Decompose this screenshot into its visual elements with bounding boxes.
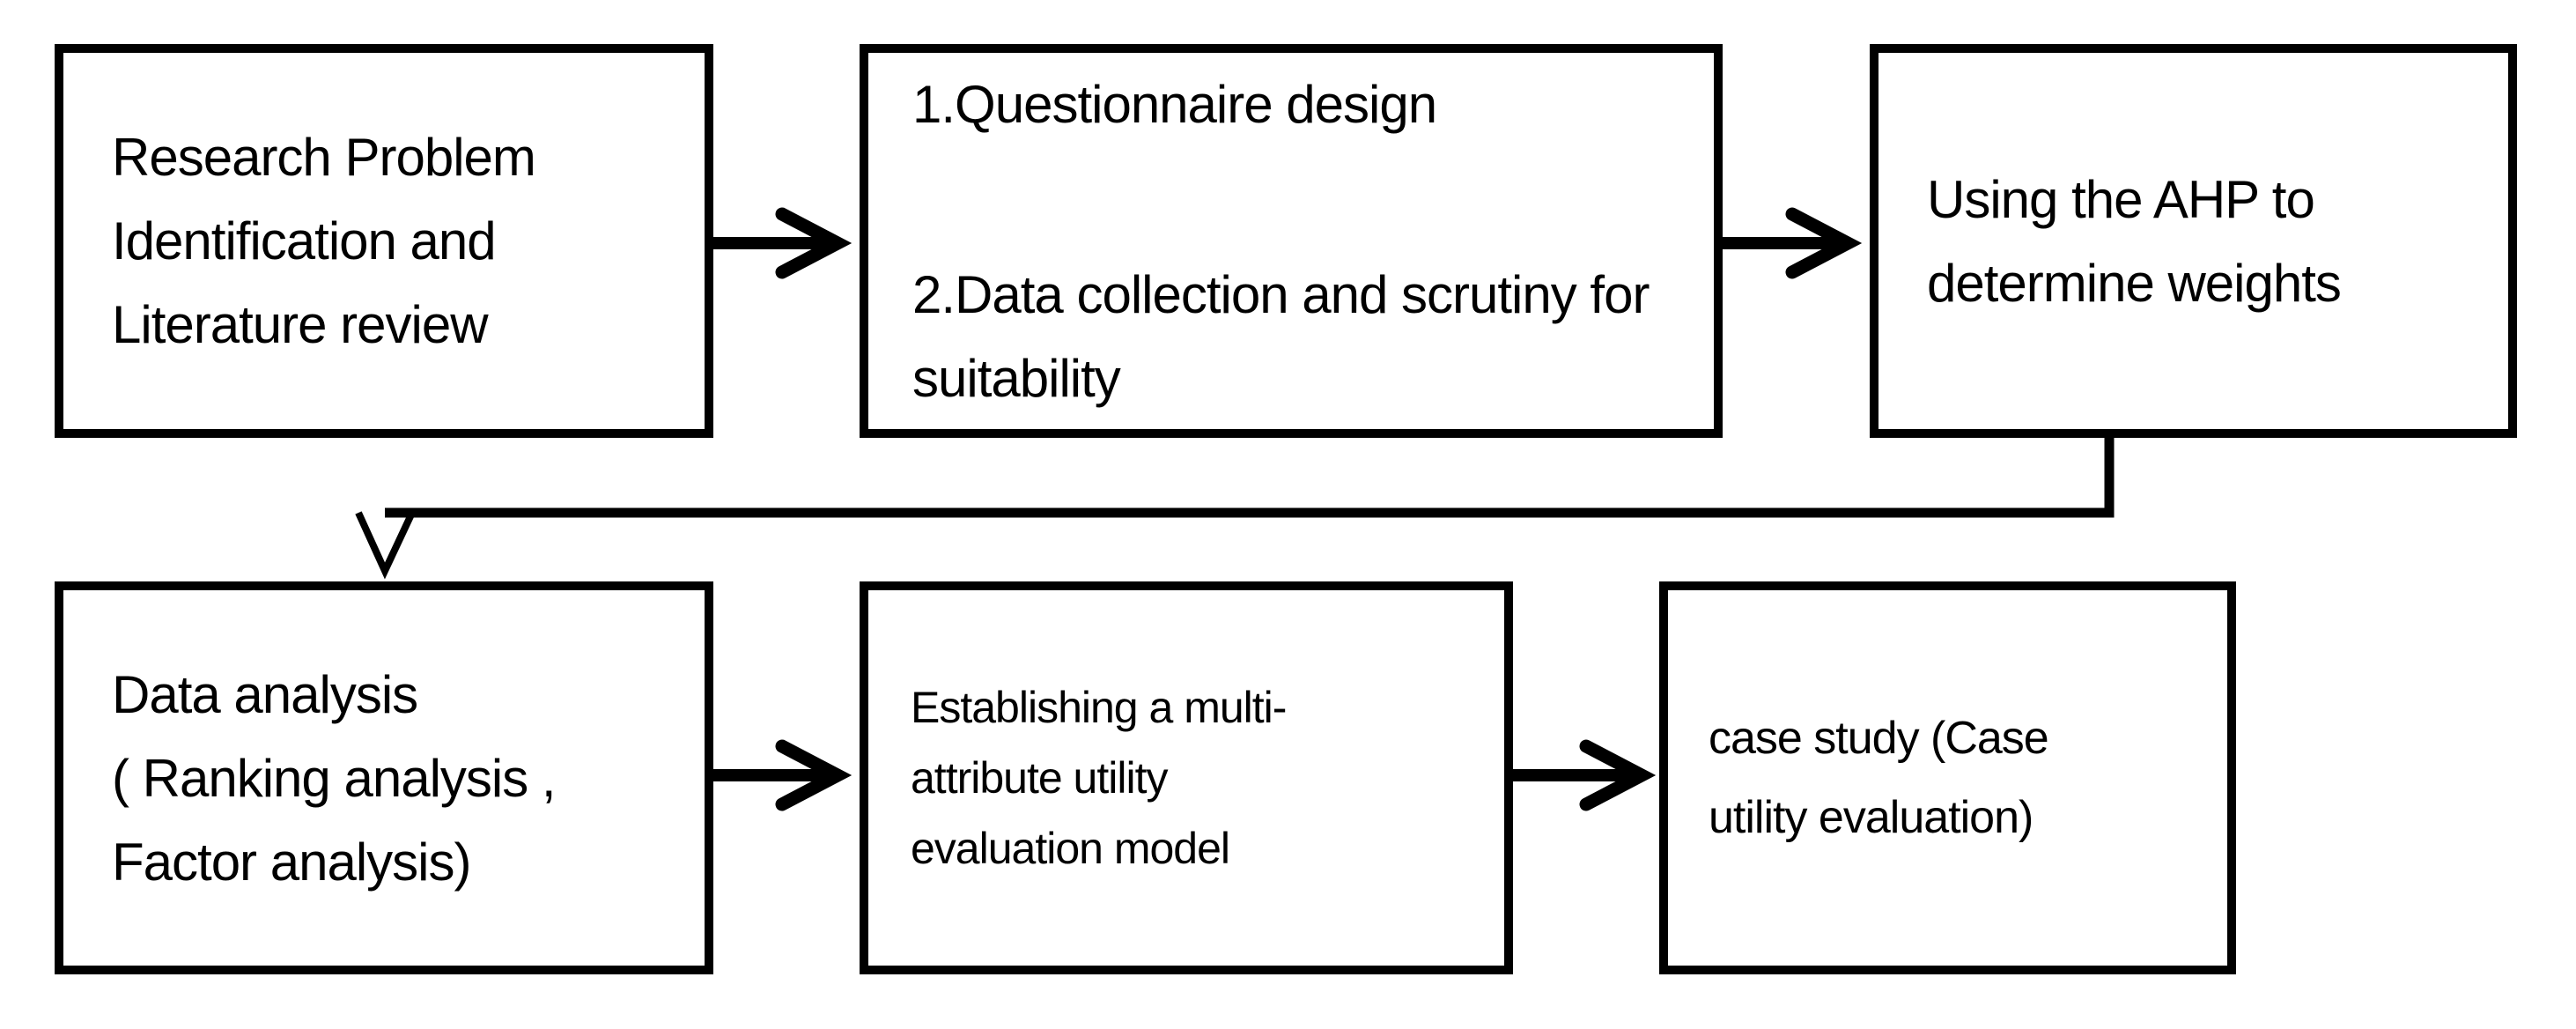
flow-step-label: Using the AHP to determine weights xyxy=(1927,169,2342,313)
arrow-right-icon xyxy=(713,739,853,811)
arrow-right-icon xyxy=(713,207,853,279)
flow-step-questionnaire-data-collection: 1.Questionnaire design 2.Data collection… xyxy=(860,44,1723,438)
flow-step-label: Data analysis ( Ranking analysis , Facto… xyxy=(112,664,557,892)
flow-step-data-analysis: Data analysis ( Ranking analysis , Facto… xyxy=(55,581,713,974)
flow-step-ahp-weights: Using the AHP to determine weights xyxy=(1870,44,2517,438)
list-item: 2.Data collection and scrutiny for suita… xyxy=(912,264,1650,408)
flow-step-case-study: case study (Case utility evaluation) xyxy=(1659,581,2236,974)
arrow-right-icon xyxy=(1513,739,1657,811)
flow-step-label: 1.Questionnaire design 2.Data collection… xyxy=(868,0,1714,504)
flow-step-utility-model: Establishing a multi- attribute utility … xyxy=(860,581,1513,974)
flow-step-label: case study (Case utility evaluation) xyxy=(1709,713,2049,843)
flow-step-label: Establishing a multi- attribute utility … xyxy=(911,683,1287,873)
list-item: 1.Questionnaire design xyxy=(912,74,1437,134)
arrow-right-icon xyxy=(1723,207,1863,279)
flow-step-label: Research Problem Identification and Lite… xyxy=(112,128,536,354)
flow-step-research-problem: Research Problem Identification and Lite… xyxy=(55,44,713,438)
